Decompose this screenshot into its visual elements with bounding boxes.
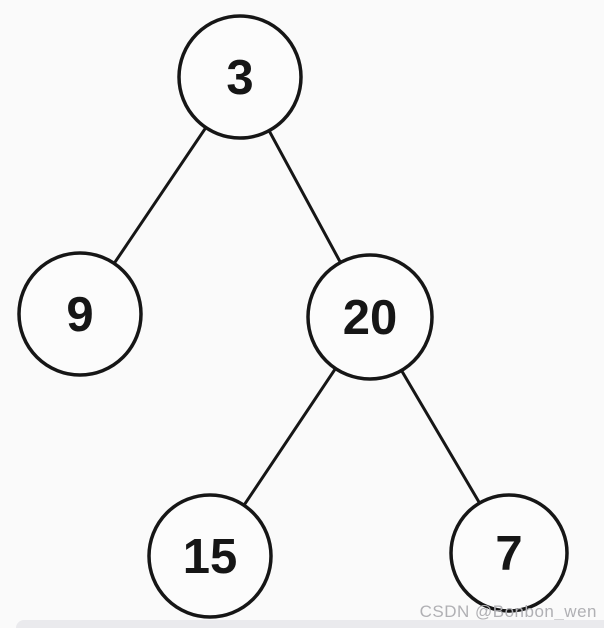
tree-node-root: 3	[177, 14, 303, 140]
node-circle-root	[177, 14, 303, 140]
node-label-right-right: 7	[495, 527, 522, 581]
node-label-right-left: 15	[183, 530, 238, 584]
tree-node-right-right: 7	[449, 493, 569, 613]
tree-node-right-left: 15	[147, 493, 273, 619]
node-circle-left	[17, 251, 143, 377]
node-circle-right-right	[449, 493, 569, 613]
bottom-strip	[16, 620, 604, 628]
watermark-text: CSDN @Bonbon_wen	[419, 602, 597, 621]
node-label-left: 9	[66, 288, 93, 342]
tree-node-right: 20	[306, 253, 434, 381]
tree-node-left: 9	[17, 251, 143, 377]
node-circle-right-left	[147, 493, 273, 619]
node-label-right: 20	[343, 291, 398, 345]
node-label-root: 3	[226, 51, 253, 105]
node-circle-right	[306, 253, 434, 381]
